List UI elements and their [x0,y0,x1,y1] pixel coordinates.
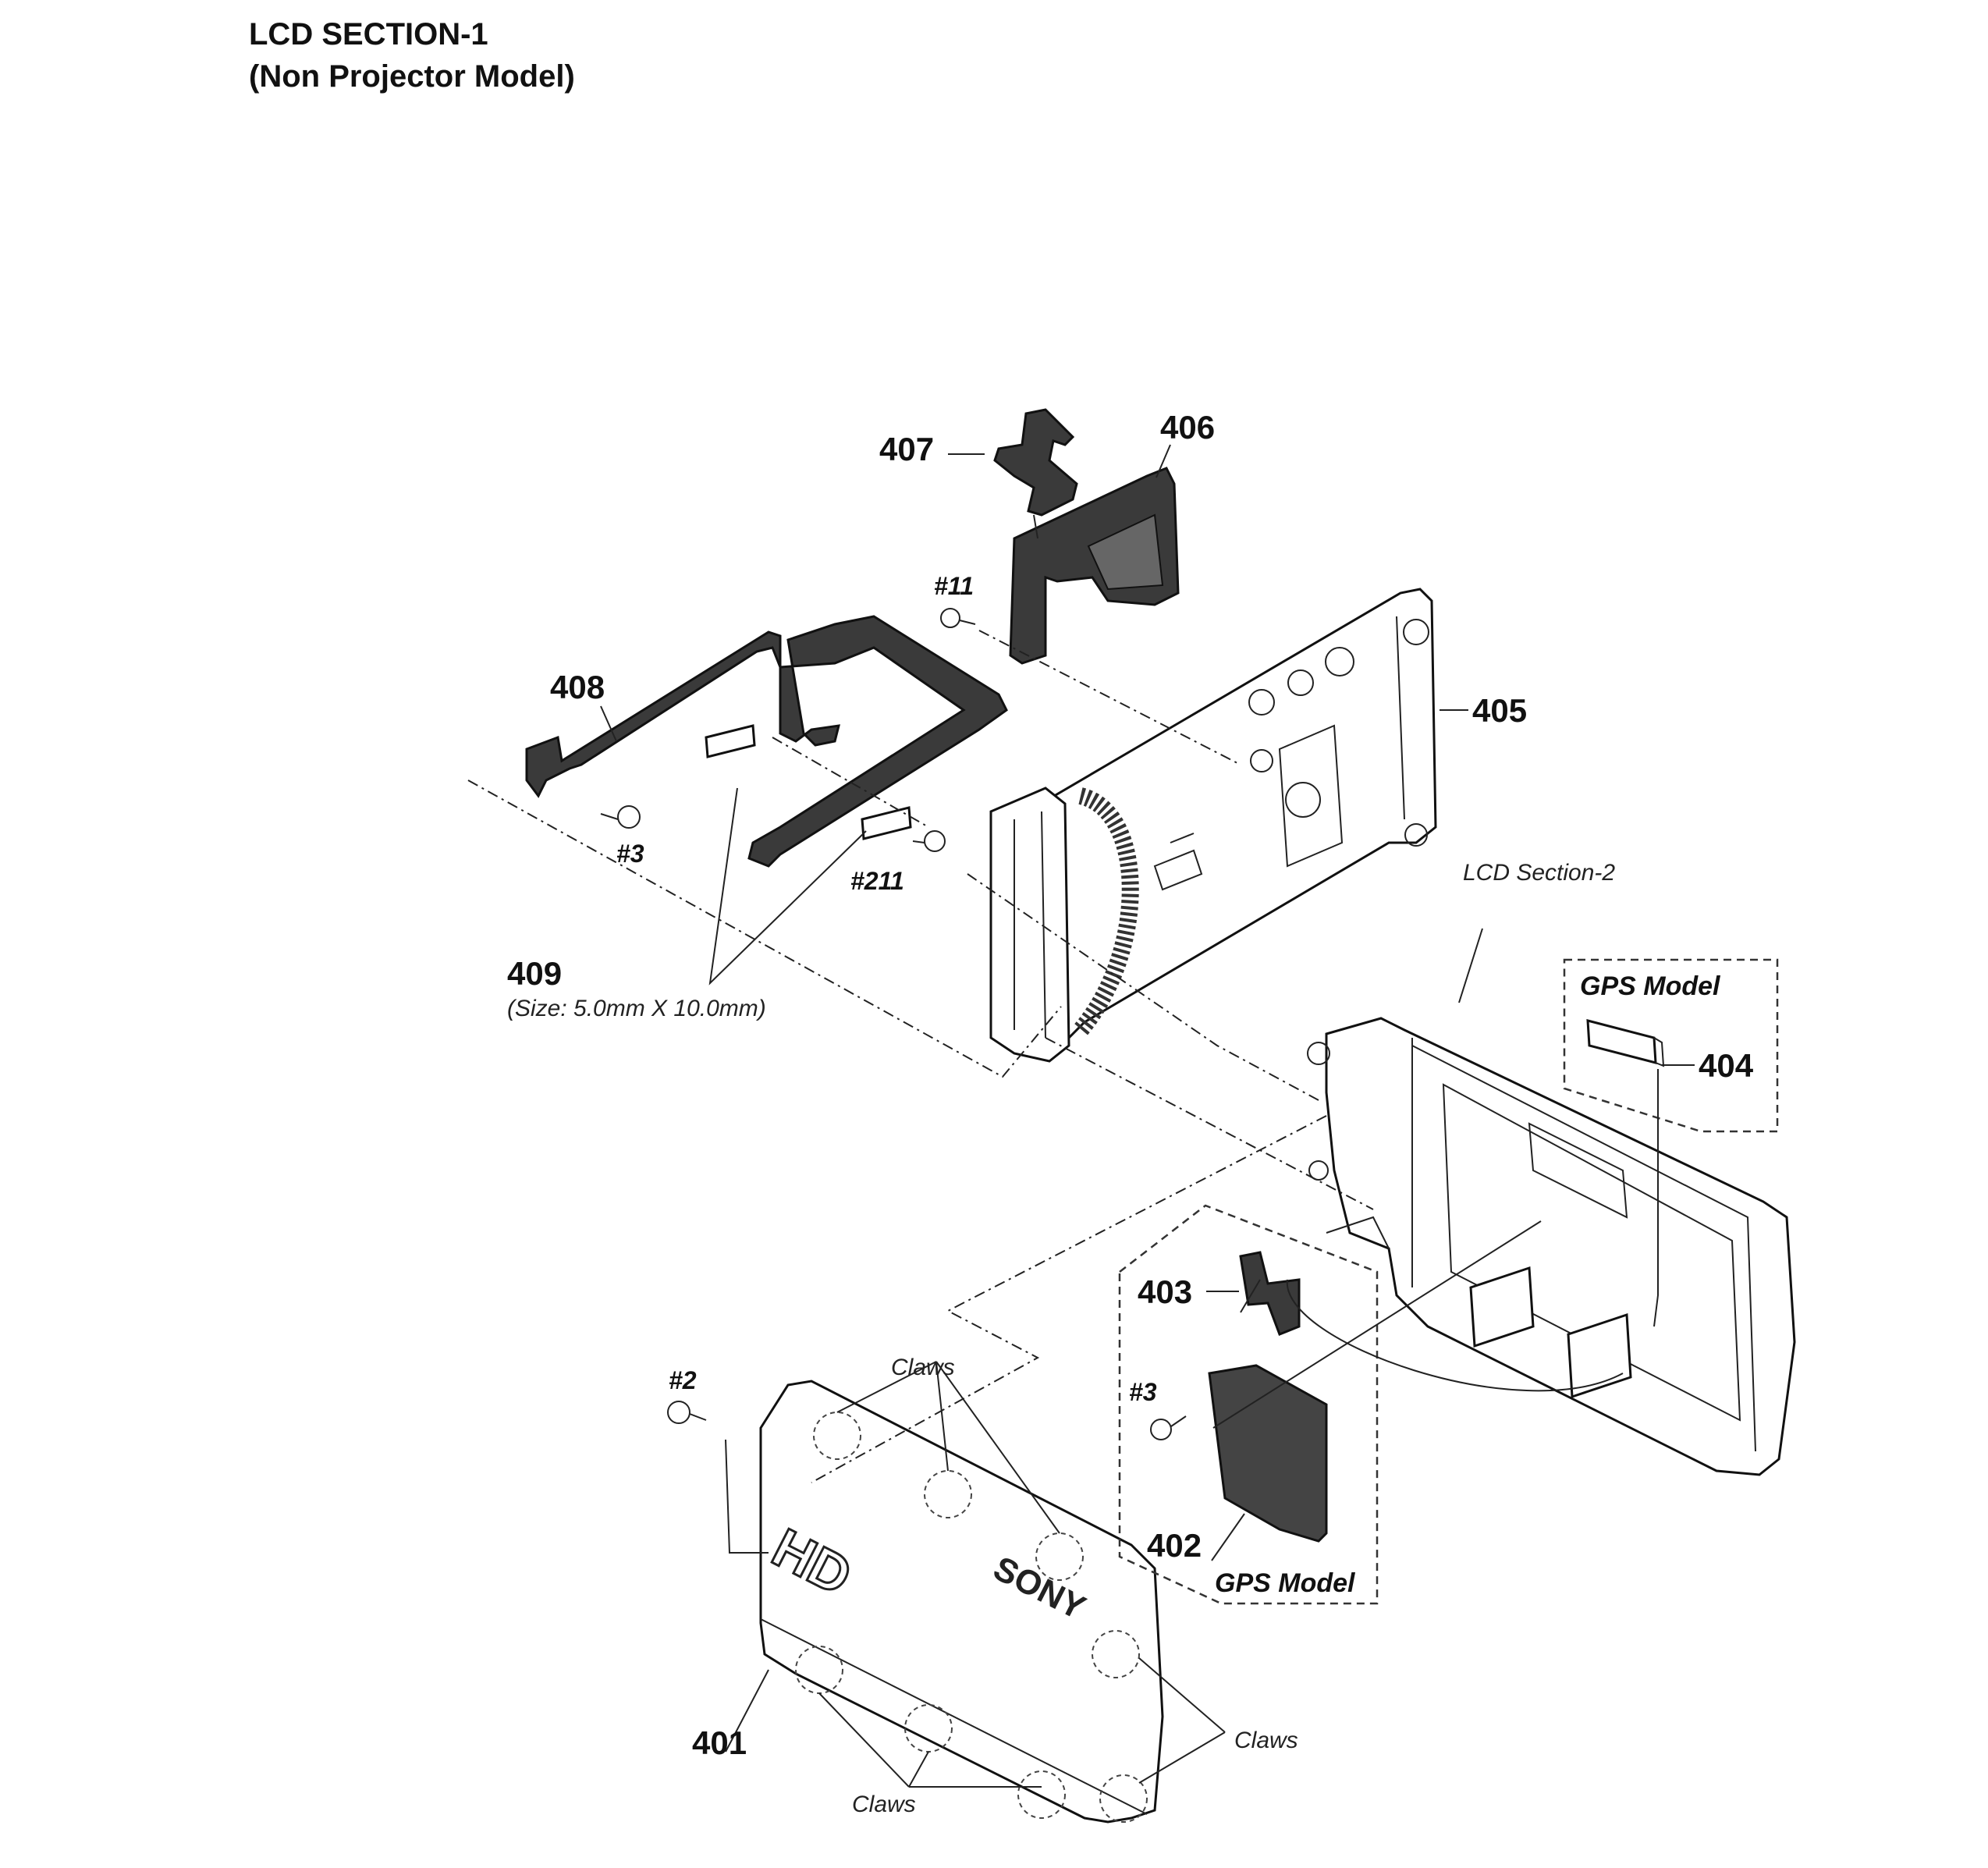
note-claws-top: Claws [891,1355,955,1380]
screw-3-upper [600,805,641,829]
page-subtitle: (Non Projector Model) [249,59,575,94]
page-title: LCD SECTION-1 [249,17,488,51]
gps-model-box-top [1563,958,1779,1133]
label-screw-3-upper: #3 [616,840,644,868]
part-402-gps-shield [1208,1364,1328,1543]
screw-11 [940,608,976,628]
gps-model-box-bottom [1118,1204,1379,1605]
lcd-section-2-assembly [1307,1017,1796,1476]
part-407-bracket [993,408,1078,517]
note-claws-bottom: Claws [852,1792,916,1817]
label-409: 409 [507,955,562,992]
label-screw-3-lower: #3 [1129,1378,1157,1406]
note-size: (Size: 5.0mm X 10.0mm) [507,996,766,1021]
screw-211 [912,830,946,852]
part-406-shield [1009,467,1180,665]
part-409-pads [705,724,912,840]
part-401-cover: HD SONY [759,1380,1164,1824]
dashed-assembly-lines [467,630,1374,1483]
label-screw-11: #11 [934,572,974,600]
part-408-frame [525,615,1008,868]
label-screw-2: #2 [669,1366,697,1394]
leader-lines [600,444,1695,1788]
label-407: 407 [879,431,934,467]
label-404: 404 [1699,1047,1754,1084]
note-lcd-section-2: LCD Section-2 [1463,860,1615,886]
label-402: 402 [1147,1527,1202,1564]
part-404-gps [1586,1019,1665,1067]
note-gps-model-top: GPS Model [1580,971,1721,1001]
part-403-gps [1239,1251,1301,1336]
label-403: 403 [1138,1273,1192,1310]
note-gps-model-bottom: GPS Model [1215,1568,1356,1598]
label-405: 405 [1472,692,1527,729]
label-401: 401 [692,1724,747,1761]
label-408: 408 [550,669,605,705]
part-405-panel [989,588,1437,1063]
screw-2 [667,1401,707,1424]
note-claws-right: Claws [1234,1728,1298,1753]
screw-3-lower [1150,1415,1187,1440]
label-406: 406 [1160,409,1215,446]
label-screw-211: #211 [850,867,904,895]
